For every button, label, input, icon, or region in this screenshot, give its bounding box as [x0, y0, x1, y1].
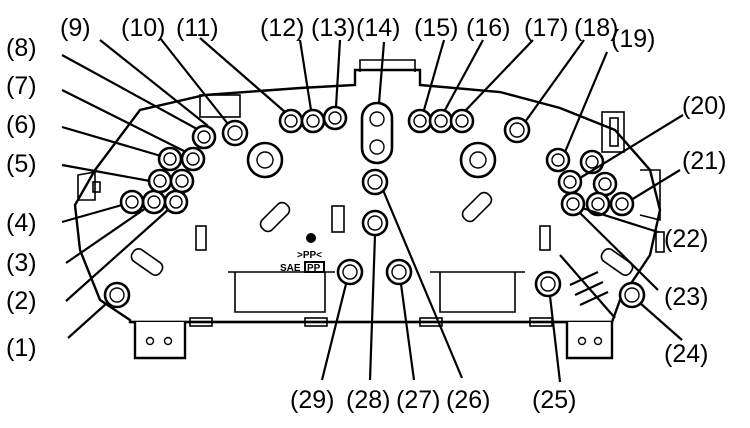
callout-label: (22): [664, 225, 708, 253]
terminal-hole: [385, 258, 413, 286]
terminal-hole: [360, 101, 394, 165]
terminal-hole: [141, 189, 167, 215]
callout-label: (8): [6, 34, 37, 62]
callout-label: (7): [6, 72, 37, 100]
callout-label: (10): [121, 14, 165, 42]
marking-code: >PP<: [297, 250, 322, 261]
terminal-hole: [534, 270, 562, 298]
terminal-hole: [103, 281, 131, 309]
callout-label: (16): [466, 14, 510, 42]
terminal-hole: [221, 119, 249, 147]
callout-label: (17): [524, 14, 568, 42]
terminal-hole: [585, 191, 611, 217]
terminal-hole: [503, 116, 531, 144]
callout-label: (28): [346, 386, 390, 414]
callout-label: (1): [6, 334, 37, 362]
leader-lines: [61, 37, 684, 383]
callout-label: (6): [6, 111, 37, 139]
callout-label: (24): [664, 340, 708, 368]
terminal-hole: [361, 209, 389, 237]
terminal-hole: [169, 168, 195, 194]
terminal-hole: [407, 108, 433, 134]
terminal-hole: [180, 146, 206, 172]
terminal-hole: [336, 258, 364, 286]
callout-label: (25): [532, 386, 576, 414]
terminal-hole: [361, 168, 389, 196]
terminal-hole: [157, 146, 183, 172]
terminal-hole: [618, 281, 646, 309]
callout-label: (20): [682, 92, 726, 120]
terminal-holes: [103, 101, 646, 309]
callout-label: (26): [446, 386, 490, 414]
terminal-hole: [609, 191, 635, 217]
terminal-hole: [300, 108, 326, 134]
terminal-hole: [545, 147, 571, 173]
callout-label: (12): [260, 14, 304, 42]
callout-label: (2): [6, 287, 37, 315]
callout-label: (9): [60, 14, 91, 42]
terminal-hole: [278, 108, 304, 134]
callout-label: (15): [414, 14, 458, 42]
material-marking: >PP< SAE PP: [280, 233, 325, 274]
terminal-hole: [428, 108, 454, 134]
callout-label: (18): [574, 14, 618, 42]
callout-label: (4): [6, 209, 37, 237]
marking-standard: SAE: [280, 263, 301, 274]
callout-label: (23): [664, 283, 708, 311]
terminal-hole: [560, 191, 586, 217]
callout-label: (11): [176, 14, 219, 42]
callout-label: (27): [396, 386, 440, 414]
terminal-hole: [147, 168, 173, 194]
callout-labels: (1) (2) (3) (4) (5) (6) (7) (8) (9) (10)…: [6, 14, 726, 414]
marking-material: PP: [307, 263, 321, 274]
callout-label: (13): [311, 14, 355, 42]
terminal-hole: [557, 169, 583, 195]
terminal-hole: [449, 108, 475, 134]
callout-label: (14): [356, 14, 400, 42]
callout-label: (29): [290, 386, 334, 414]
callout-label: (19): [611, 25, 655, 53]
terminal-hole: [191, 124, 217, 150]
callout-label: (21): [682, 147, 726, 175]
terminal-hole: [322, 105, 348, 131]
terminal-hole: [592, 171, 618, 197]
callout-label: (5): [6, 150, 37, 178]
callout-label: (3): [6, 249, 37, 277]
terminal-hole: [119, 189, 145, 215]
